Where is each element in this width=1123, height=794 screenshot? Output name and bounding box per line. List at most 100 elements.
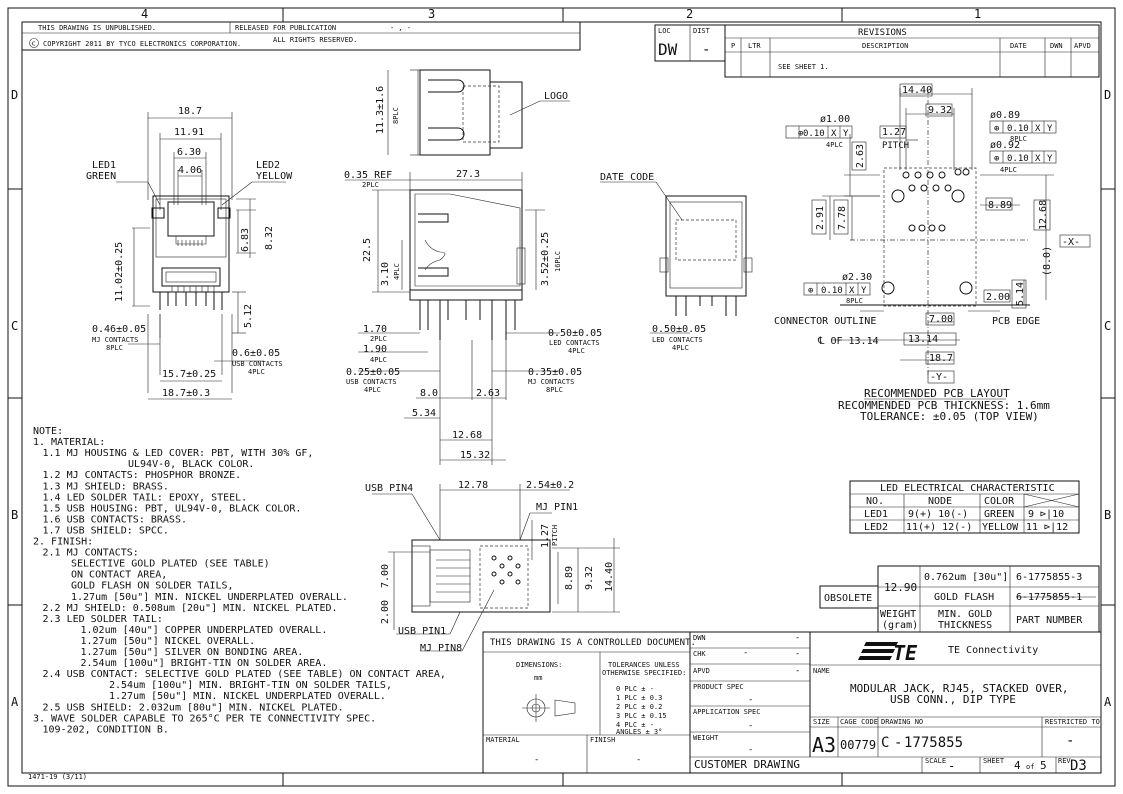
svg-text:7.00: 7.00 — [380, 564, 391, 588]
svg-text:LED CONTACTS: LED CONTACTS — [549, 339, 600, 347]
zone-top-4: 4 — [141, 7, 148, 21]
svg-text:4PLC: 4PLC — [393, 263, 401, 280]
note-line: GOLD FLASH ON SOLDER TAILS, — [71, 581, 234, 592]
svg-text:-: - — [636, 755, 641, 765]
svg-text:ø1.00: ø1.00 — [820, 114, 850, 125]
svg-text:ø0.89: ø0.89 — [990, 110, 1020, 121]
zone-right-c: C — [1104, 319, 1111, 333]
svg-text:18.7±0.3: 18.7±0.3 — [162, 388, 210, 399]
svg-text:-: - — [748, 721, 753, 731]
note-line: 1.6 USB CONTACTS: BRASS. — [43, 514, 188, 525]
note-line: 109-202, CONDITION B. — [43, 724, 169, 735]
pcb-edge-label: PCB EDGE — [992, 316, 1040, 327]
zone-right-b: B — [1104, 508, 1111, 522]
svg-text:REV: REV — [1058, 757, 1071, 765]
svg-text:WEIGHT: WEIGHT — [693, 734, 719, 742]
svg-text:0.35±0.05: 0.35±0.05 — [528, 367, 582, 378]
zone-left-a: A — [11, 695, 19, 709]
svg-text:11.3±1.6: 11.3±1.6 — [375, 86, 386, 134]
svg-text:MIN. GOLD: MIN. GOLD — [938, 609, 992, 620]
svg-text:6.83: 6.83 — [240, 228, 251, 252]
svg-text:3.10: 3.10 — [380, 262, 391, 286]
svg-text:APVD: APVD — [693, 667, 710, 675]
obsolete-label: OBSOLETE — [824, 593, 872, 604]
svg-text:NAME: NAME — [813, 667, 830, 675]
svg-text:0.50±0.05: 0.50±0.05 — [652, 324, 706, 335]
svg-text:4PLC: 4PLC — [672, 344, 689, 352]
note-line: 1.02um [40u"] COPPER UNDERPLATED OVERALL… — [81, 625, 328, 636]
zone-left-b: B — [11, 508, 18, 522]
note-line: 2.4 USB CONTACT: SELECTIVE GOLD PLATED (… — [43, 669, 446, 680]
datum-y: -Y- — [930, 372, 948, 383]
svg-text:GREEN: GREEN — [984, 509, 1014, 520]
svg-text:⊕: ⊕ — [994, 154, 999, 164]
note-line: NOTE: — [33, 426, 63, 437]
released-text: RELEASED FOR PUBLICATION — [235, 24, 336, 32]
svg-text:LTR: LTR — [748, 42, 761, 50]
svg-text:TOLERANCES UNLESS: TOLERANCES UNLESS — [608, 661, 680, 669]
svg-text:MJ CONTACTS: MJ CONTACTS — [528, 378, 574, 386]
outer-border — [7, 7, 1116, 787]
svg-text:GREEN: GREEN — [86, 171, 116, 182]
svg-text:Y: Y — [1047, 124, 1053, 134]
svg-text:11.02±0.25: 11.02±0.25 — [114, 242, 125, 302]
svg-text:Y: Y — [1047, 154, 1053, 164]
svg-text:22.5: 22.5 — [362, 238, 373, 262]
svg-text:18.7: 18.7 — [929, 353, 953, 364]
svg-text:(gram): (gram) — [882, 620, 918, 631]
svg-text:YELLOW: YELLOW — [256, 171, 293, 182]
svg-text:-: - — [948, 759, 955, 773]
note-line: 2.5 USB SHIELD: 2.032um [80u"] MIN. NICK… — [43, 702, 344, 713]
form-number: 1471-19 (3/11) — [28, 773, 87, 781]
zone-top-1: 1 — [974, 7, 981, 21]
svg-text:11(+) 12(-): 11(+) 12(-) — [906, 522, 972, 533]
svg-text:P: P — [731, 42, 735, 50]
notes: NOTE:1. MATERIAL:1.1 MJ HOUSING & LED CO… — [33, 426, 446, 735]
te-logo-icon: TE — [858, 641, 918, 665]
svg-text:-: - — [894, 735, 902, 751]
svg-text:CAGE CODE: CAGE CODE — [840, 718, 878, 726]
sheet-number: 4 — [1014, 759, 1021, 772]
svg-text:PART NUMBER: PART NUMBER — [1016, 615, 1083, 626]
svg-text:6-1775855-3: 6-1775855-3 — [1016, 572, 1082, 583]
svg-text:⊕: ⊕ — [994, 124, 999, 134]
svg-text:LOC: LOC — [658, 27, 671, 35]
note-line: 1.27um [50u"] MIN. NICKEL UNDERPLATED OV… — [109, 691, 386, 702]
svg-text:c: c — [32, 40, 36, 48]
revision-row-desc: SEE SHEET 1. — [778, 63, 829, 71]
svg-text:2 PLC ± 0.2: 2 PLC ± 0.2 — [616, 703, 662, 711]
svg-text:2.63: 2.63 — [855, 144, 866, 168]
svg-text:6-1775855-1: 6-1775855-1 — [1016, 592, 1082, 603]
svg-text:APPLICATION SPEC: APPLICATION SPEC — [693, 708, 760, 716]
svg-text:FINISH: FINISH — [590, 736, 615, 744]
svg-text:DATE: DATE — [1010, 42, 1027, 50]
zone-left-c: C — [11, 319, 18, 333]
svg-text:℄ OF 13.14: ℄ OF 13.14 — [817, 336, 879, 347]
svg-text:mm: mm — [534, 674, 542, 682]
svg-text:6.30: 6.30 — [177, 147, 201, 158]
note-line: 2. FINISH: — [33, 537, 93, 548]
mj-pin1-label: MJ PIN1 — [536, 502, 578, 513]
zone-ticks — [8, 8, 1115, 786]
company-name: TE Connectivity — [948, 645, 1038, 656]
svg-text:-: - — [748, 745, 753, 755]
svg-text:27.3: 27.3 — [456, 169, 480, 180]
svg-text:Y: Y — [861, 286, 867, 296]
svg-text:DWN: DWN — [1050, 42, 1063, 50]
svg-text:USB CONTACTS: USB CONTACTS — [232, 360, 283, 368]
svg-text:8PLC: 8PLC — [1010, 135, 1027, 143]
note-line: 1.1 MJ HOUSING & LED COVER: PBT, WITH 30… — [43, 448, 314, 459]
svg-text:ANGLES ± 3°: ANGLES ± 3° — [616, 728, 662, 736]
usb-pin1-label: USB PIN1 — [398, 626, 446, 637]
svg-text:0.50±0.05: 0.50±0.05 — [548, 328, 602, 339]
svg-text:X: X — [831, 129, 837, 139]
svg-text:13.14: 13.14 — [908, 334, 938, 345]
svg-text:ø2.30: ø2.30 — [842, 272, 872, 283]
svg-text:4PLC: 4PLC — [568, 347, 585, 355]
svg-text:12.78: 12.78 — [458, 480, 488, 491]
usb-pin4-label: USB PIN4 — [365, 483, 413, 494]
svg-text:2PLC: 2PLC — [370, 335, 387, 343]
svg-text:14.40: 14.40 — [604, 562, 615, 592]
svg-text:8.0: 8.0 — [420, 388, 438, 399]
svg-text:DIMENSIONS:: DIMENSIONS: — [516, 661, 562, 669]
